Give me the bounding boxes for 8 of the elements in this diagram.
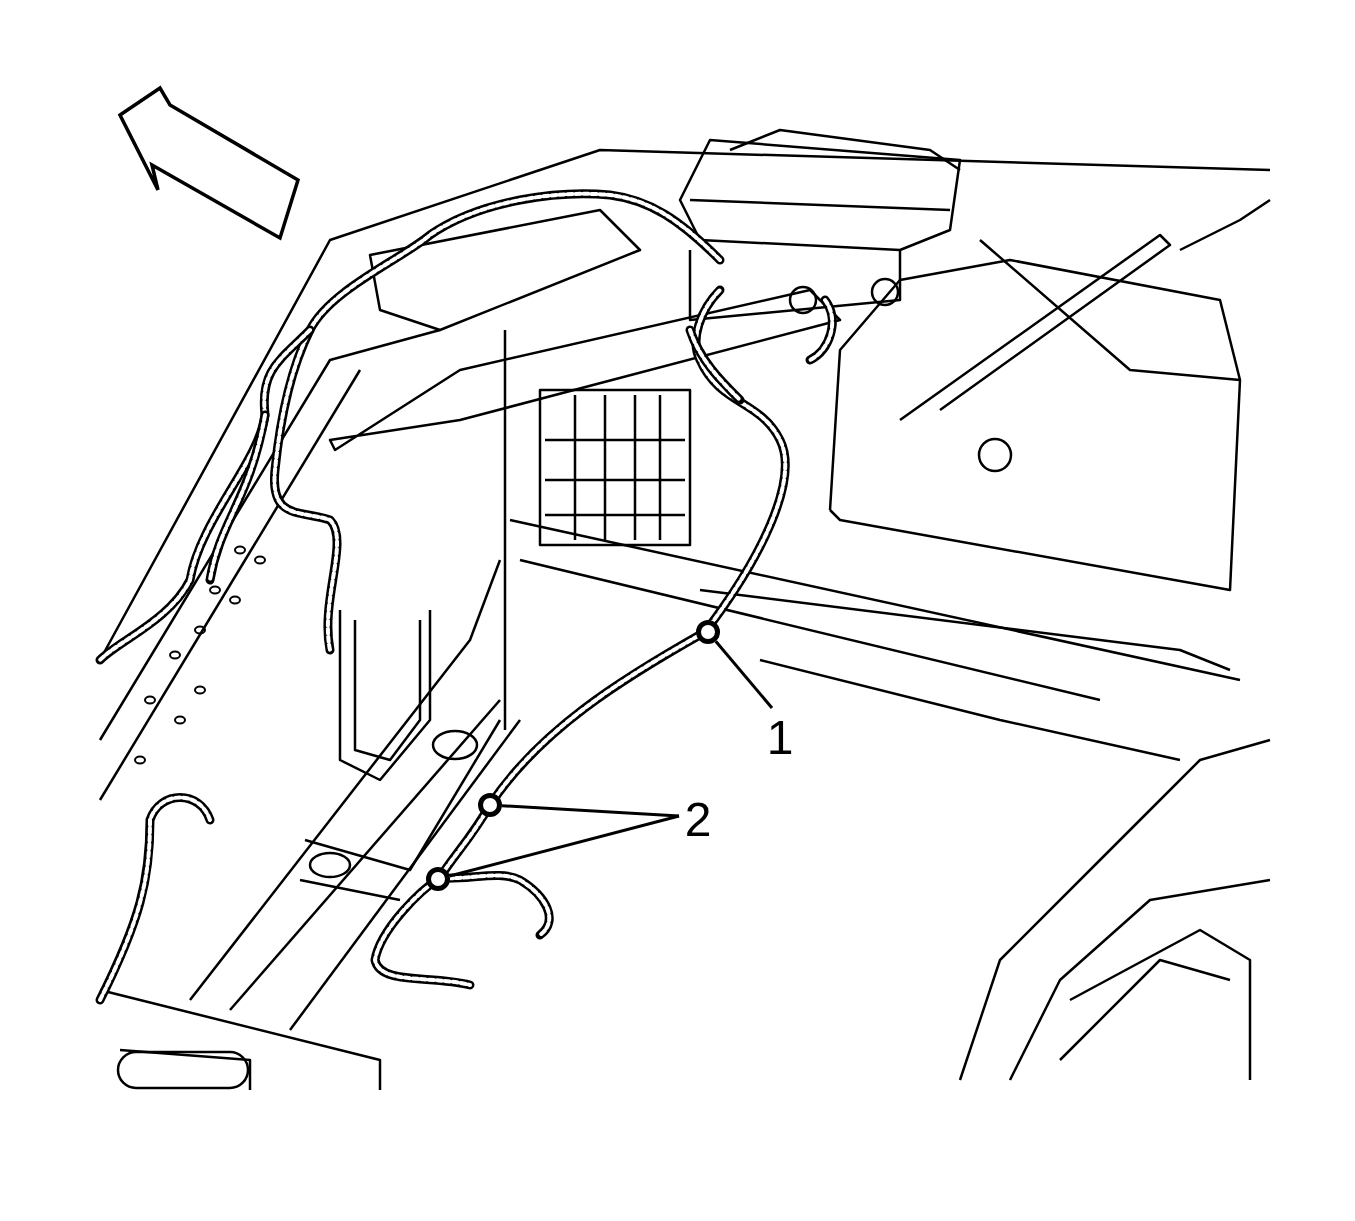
callout-number: 2 xyxy=(681,796,715,844)
leader-line xyxy=(501,804,680,818)
leader-line xyxy=(449,814,680,878)
callout-number: 1 xyxy=(763,714,797,762)
leader-line xyxy=(714,640,774,709)
harness-clip xyxy=(696,620,720,644)
harness-clip xyxy=(426,867,450,891)
harness-clip xyxy=(478,793,502,817)
